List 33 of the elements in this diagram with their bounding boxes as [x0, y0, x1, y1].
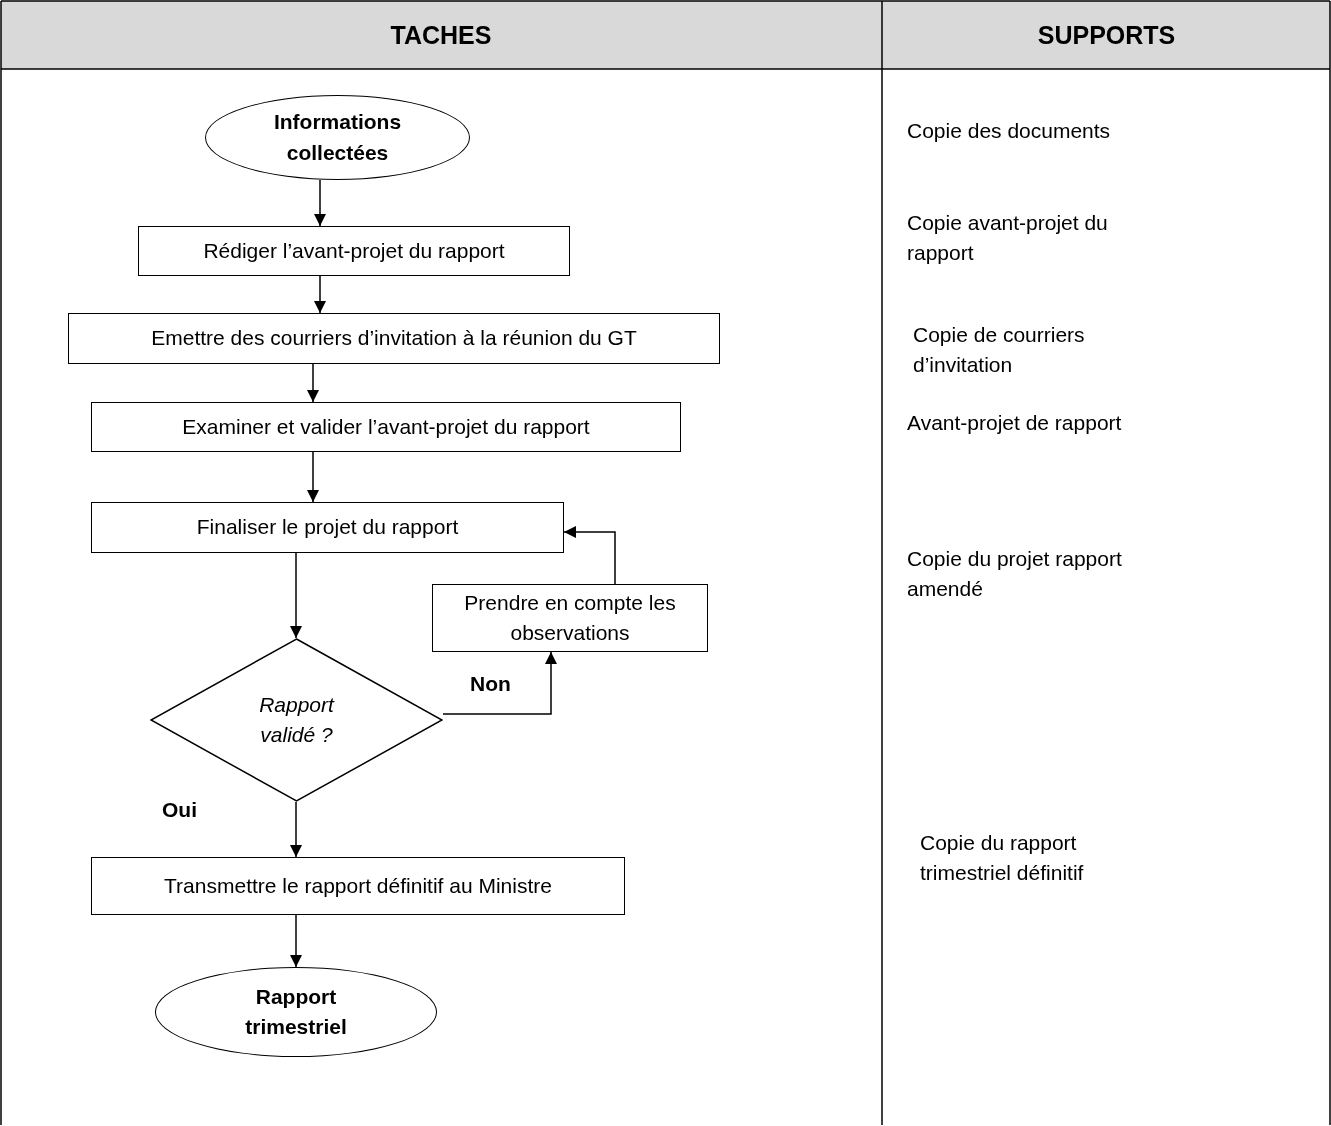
column-header: TACHES — [389, 20, 493, 51]
node-text: Emettre des courriers d’invitation à la réunion du GT — [151, 325, 637, 352]
support-text: Copie des documents — [907, 118, 1111, 144]
support-text: Copie avant-projet du rapport — [907, 210, 1109, 267]
arrow — [314, 179, 326, 227]
node-text: Prendre en compte les observations — [463, 589, 677, 646]
arrow — [563, 526, 616, 585]
support-text: Avant-projet de rapport — [907, 410, 1122, 436]
process-box — [91, 857, 625, 915]
arrow — [290, 801, 302, 858]
process-box — [91, 502, 564, 553]
arrow — [290, 914, 302, 968]
node-text: Finaliser le projet du rapport — [196, 514, 459, 541]
column-header: SUPPORTS — [1036, 20, 1177, 51]
node-text: Rapport validé ? — [258, 691, 336, 748]
process-box — [138, 226, 570, 276]
node-text: Examiner et valider l’avant-projet du rapport — [182, 413, 590, 440]
node-text: Informations collectées — [272, 109, 403, 166]
support-text: Copie du rapport trimestriel définitif — [920, 830, 1085, 887]
arrow — [314, 275, 326, 314]
process-box — [432, 584, 708, 652]
arrow — [290, 552, 302, 639]
process-box — [91, 402, 681, 452]
support-text: Copie de courriers d’invitation — [913, 322, 1086, 379]
arrow — [307, 363, 319, 403]
node-text: Rédiger l’avant-projet du rapport — [203, 237, 505, 264]
support-text: Copie du projet rapport amendé — [907, 546, 1123, 603]
process-box — [68, 313, 720, 364]
node-text: Transmettre le rapport définitif au Ministre — [164, 872, 552, 899]
arrow — [307, 451, 319, 503]
node-text: Rapport trimestriel — [244, 983, 348, 1040]
arrow — [442, 651, 557, 715]
decision-diamond — [150, 638, 443, 802]
